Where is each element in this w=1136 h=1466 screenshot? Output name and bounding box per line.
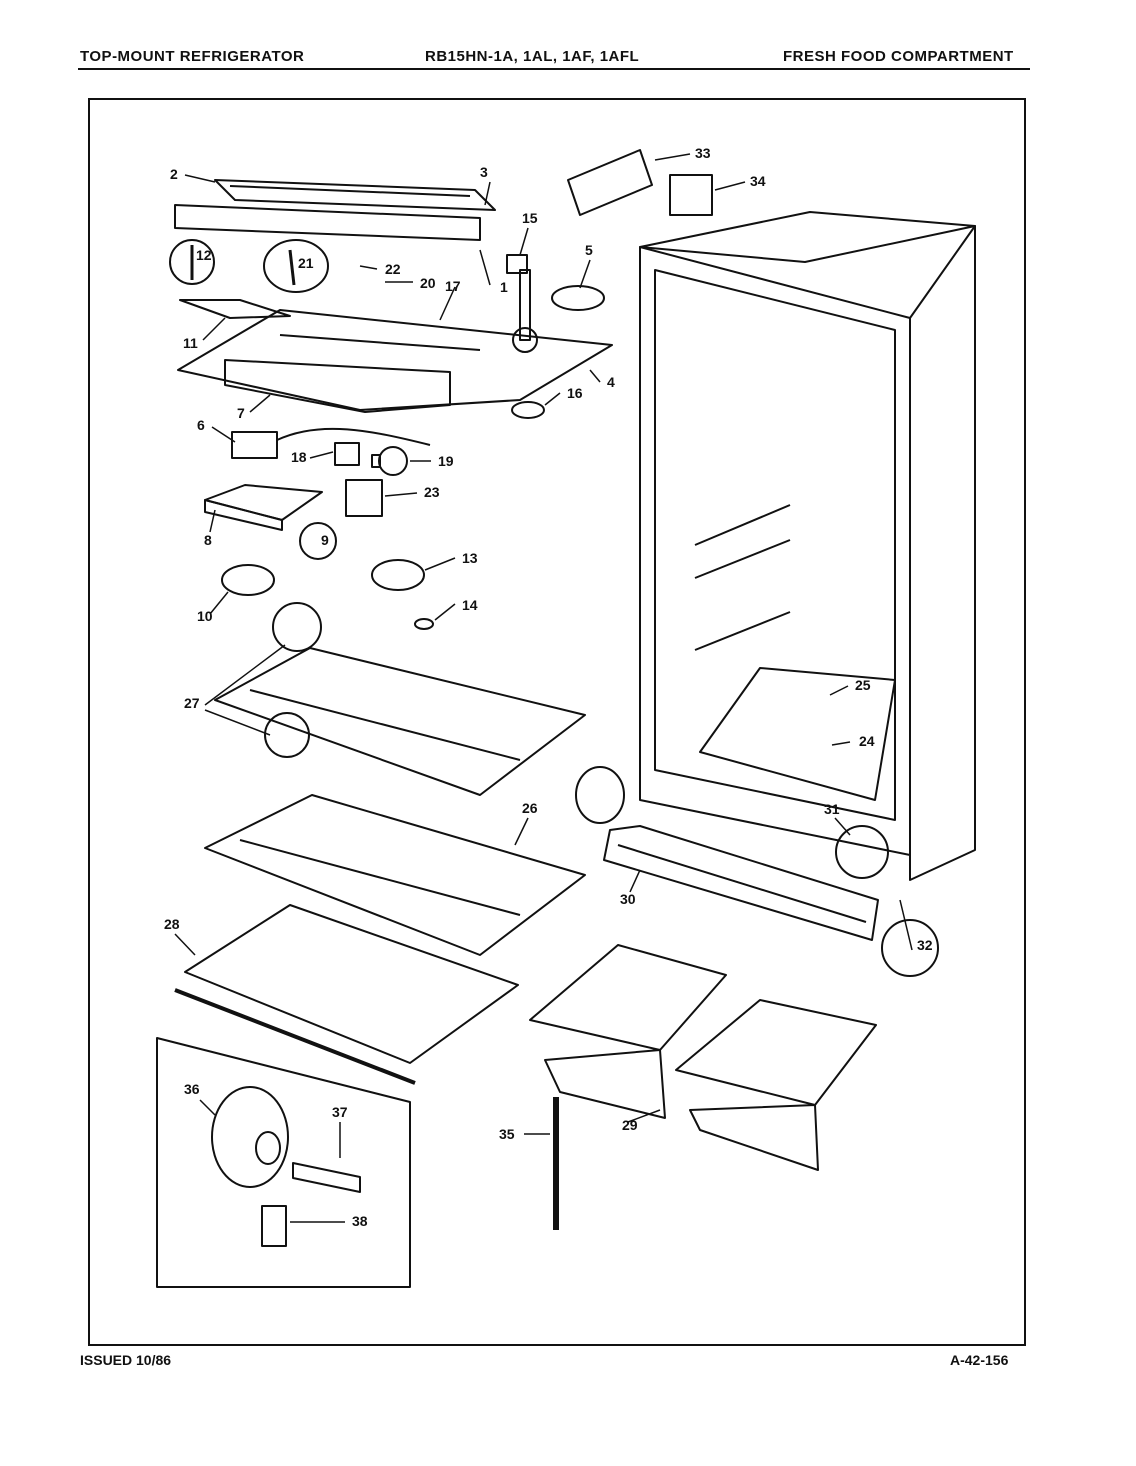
part-roller-13 bbox=[371, 559, 425, 591]
callout-label: 21 bbox=[298, 255, 314, 271]
header-model-numbers: RB15HN-1A, 1AL, 1AF, 1AFL bbox=[425, 48, 640, 65]
part-holder-5 bbox=[551, 285, 605, 311]
callout-label: 30 bbox=[620, 891, 636, 907]
callout-label: 18 bbox=[291, 449, 307, 465]
part-bulb-19 bbox=[371, 446, 408, 476]
callout-label: 6 bbox=[197, 417, 205, 433]
part-switch-15 bbox=[506, 254, 528, 274]
callout-label: 29 bbox=[622, 1117, 638, 1133]
part-wheel-36 bbox=[211, 1086, 289, 1188]
part-clip-38 bbox=[261, 1205, 287, 1247]
callout-label: 34 bbox=[750, 173, 766, 189]
callout-label: 32 bbox=[917, 937, 933, 953]
callout-label: 26 bbox=[522, 800, 538, 816]
callout-label: 36 bbox=[184, 1081, 200, 1097]
part-shelf-upper bbox=[214, 647, 586, 796]
part-roller-10 bbox=[221, 564, 275, 596]
part-axle-37 bbox=[292, 1162, 361, 1193]
part-crisper-drawers-29 bbox=[529, 944, 877, 1171]
callout-label: 20 bbox=[420, 275, 436, 291]
callout-label: 33 bbox=[695, 145, 711, 161]
callout-label: 25 bbox=[855, 677, 871, 693]
part-cabinet-liner bbox=[639, 211, 976, 881]
part-plate-33 bbox=[567, 149, 653, 216]
callout-label: 16 bbox=[567, 385, 583, 401]
callout-label: 10 bbox=[197, 608, 213, 624]
callout-label: 14 bbox=[462, 597, 478, 613]
part-thermostat-6 bbox=[231, 427, 431, 459]
part-crisper-cover-28 bbox=[174, 904, 519, 1085]
callout-label: 31 bbox=[824, 801, 840, 817]
part-box-8 bbox=[204, 484, 323, 531]
detail-circle-27-left bbox=[264, 712, 310, 758]
callout-label: 7 bbox=[237, 405, 245, 421]
detail-circle-27-right bbox=[575, 766, 625, 824]
callout-label: 4 bbox=[607, 374, 615, 390]
part-switch-23 bbox=[345, 479, 383, 517]
inset-box bbox=[156, 1037, 411, 1288]
callout-label: 27 bbox=[184, 695, 200, 711]
callout-label: 9 bbox=[321, 532, 329, 548]
callout-label: 35 bbox=[499, 1126, 515, 1142]
callout-label: 28 bbox=[164, 916, 180, 932]
part-toe-grille-30 bbox=[603, 825, 879, 941]
part-shelf-lower bbox=[204, 794, 586, 956]
callout-label: 3 bbox=[480, 164, 488, 180]
callout-label: 15 bbox=[522, 210, 538, 226]
part-bracket-34 bbox=[669, 174, 713, 216]
diagram-frame bbox=[88, 98, 1026, 1346]
callout-label: 2 bbox=[170, 166, 178, 182]
callout-label: 22 bbox=[385, 261, 401, 277]
header-model-type: TOP-MOUNT REFRIGERATOR bbox=[80, 48, 305, 65]
callout-label: 37 bbox=[332, 1104, 348, 1120]
part-bracket-11 bbox=[179, 299, 291, 319]
detail-circle-21 bbox=[263, 239, 329, 293]
callout-label: 17 bbox=[445, 278, 461, 294]
part-control-housing bbox=[177, 269, 613, 413]
detail-circle-27-top bbox=[272, 602, 322, 652]
detail-circle-9 bbox=[299, 522, 337, 560]
footer-issued-date: ISSUED 10/86 bbox=[80, 1352, 172, 1368]
footer-document-number: A-42-156 bbox=[950, 1352, 1009, 1368]
leader-lines bbox=[174, 153, 913, 1223]
callout-label: 19 bbox=[438, 453, 454, 469]
callout-label: 1 bbox=[500, 279, 508, 295]
header-rule bbox=[78, 68, 1030, 70]
part-washer-14 bbox=[414, 618, 434, 630]
detail-circle-12 bbox=[169, 239, 215, 285]
callout-label: 11 bbox=[183, 335, 198, 351]
callout-label: 12 bbox=[196, 247, 212, 263]
detail-circle-31 bbox=[835, 825, 889, 879]
callout-label: 24 bbox=[859, 733, 875, 749]
part-knob-16 bbox=[511, 401, 545, 419]
part-rail-assembly bbox=[174, 179, 496, 241]
callout-label: 8 bbox=[204, 532, 212, 548]
callout-label: 13 bbox=[462, 550, 478, 566]
callout-label: 38 bbox=[352, 1213, 368, 1229]
detail-circle-32 bbox=[881, 919, 939, 977]
part-socket-18 bbox=[334, 442, 360, 466]
header-section-title: FRESH FOOD COMPARTMENT bbox=[783, 48, 1014, 65]
callout-label: 23 bbox=[424, 484, 440, 500]
callout-label: 5 bbox=[585, 242, 593, 258]
